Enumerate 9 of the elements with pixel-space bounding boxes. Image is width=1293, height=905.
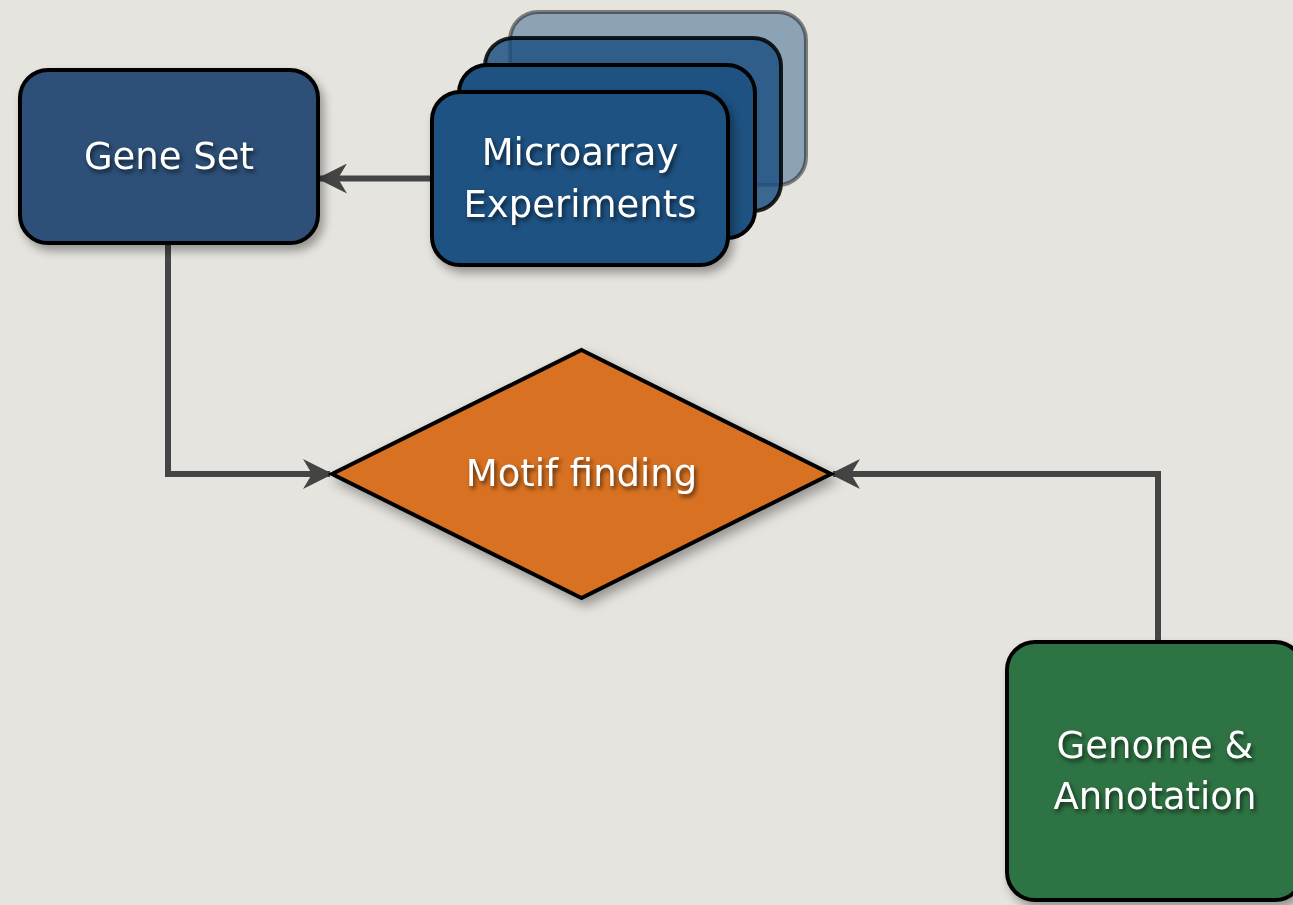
- node-label: Motif finding: [464, 451, 699, 498]
- process-box: [18, 68, 320, 245]
- arrow: [165, 245, 333, 489]
- arrow: [830, 459, 1161, 640]
- node-label: Microarray Experiments: [462, 130, 698, 228]
- node-label: Genome & Annotation: [1052, 722, 1258, 820]
- process-box: [430, 90, 730, 267]
- process-box: [1005, 640, 1293, 902]
- node-label: Gene Set: [82, 133, 256, 180]
